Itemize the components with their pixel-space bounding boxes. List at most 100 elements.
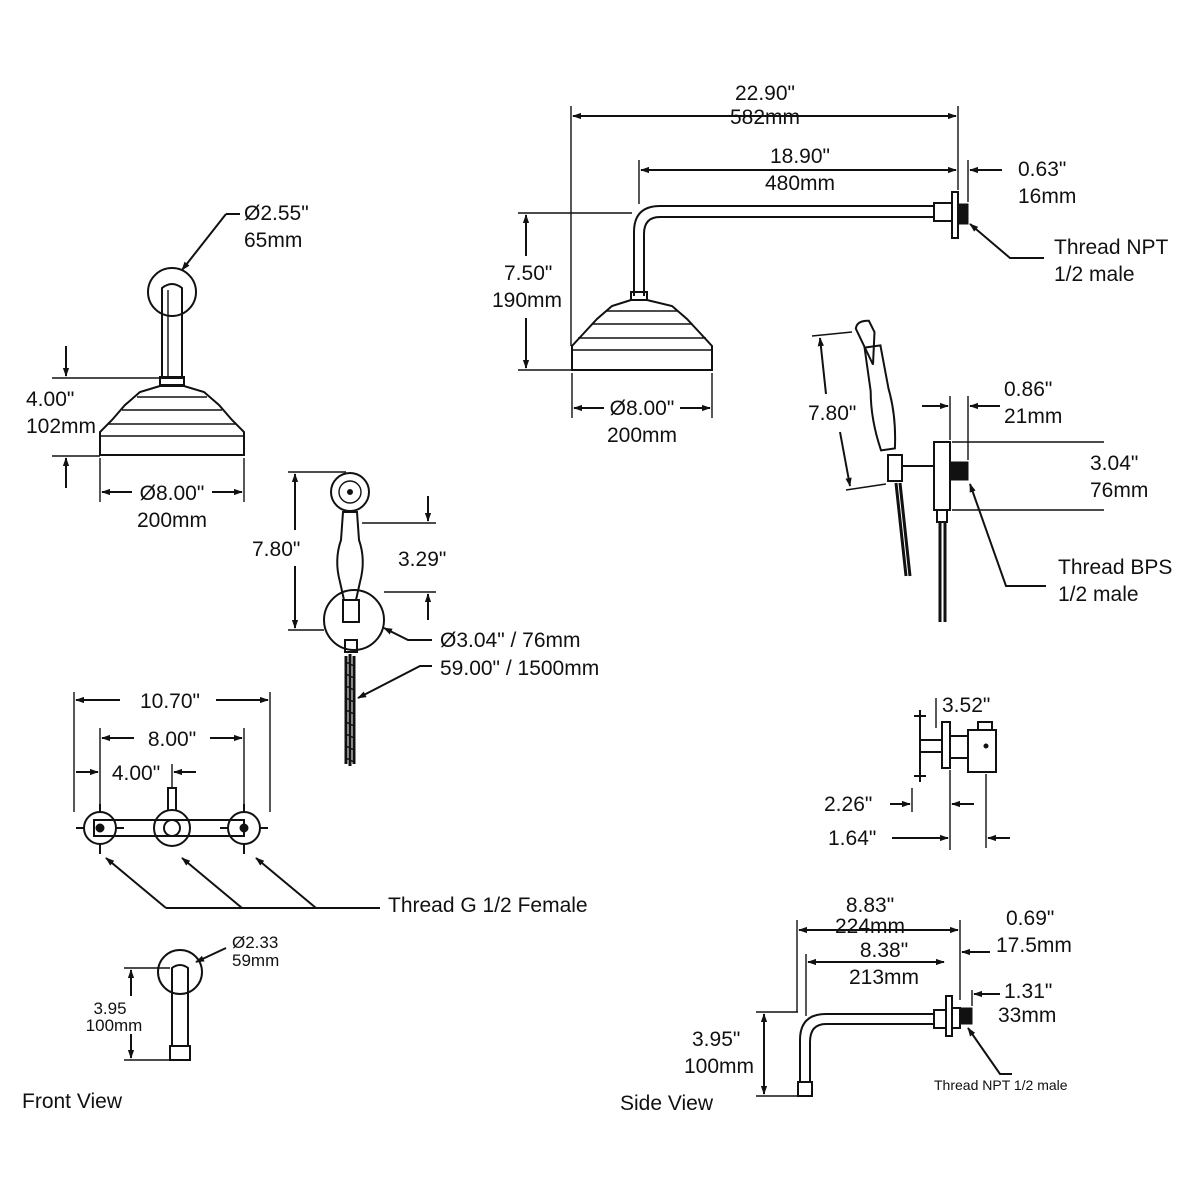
front-view-caption: Front View <box>22 1090 123 1113</box>
hs-side-hose-right <box>938 522 947 622</box>
handshower-hose-connector <box>344 639 358 653</box>
shower-arm-front-stem <box>161 283 183 379</box>
hss-height-dim-bottom <box>845 483 887 491</box>
arm-diameter-leader <box>181 213 227 271</box>
spout-height-label: 3.95 <box>93 999 126 1018</box>
head-cone-rings <box>100 396 244 437</box>
ss-height-mm-label: 100mm <box>684 1055 754 1078</box>
valve-right-handle-knob <box>239 823 249 833</box>
side-head-width-mm-label: 200mm <box>607 424 677 447</box>
handshower-spray-ring <box>338 480 362 504</box>
ss-thread-leader <box>967 1027 1012 1075</box>
valve-center-mixer-cap <box>163 819 181 837</box>
spout-diameter-mm-label: 59mm <box>232 951 279 970</box>
hs-side-hose-nut <box>936 509 948 523</box>
arm-flange-label: 0.63" <box>1018 158 1066 181</box>
shower-arm-side-view: 22.90" 582mm 18.90" 480mm 0.63" 16mm 7.5… <box>492 82 1169 447</box>
hss-plate-mm-label: 76mm <box>1090 479 1148 502</box>
arm-drop-label: 7.50" <box>504 262 552 285</box>
handshower-spray-center <box>347 489 353 495</box>
ss-thread-len-mm-label: 33mm <box>998 1004 1056 1027</box>
spout-side-pipe <box>799 1013 934 1082</box>
hs-handle-label: 3.29" <box>398 548 446 571</box>
arm-overall-mm-label: 582mm <box>730 106 800 129</box>
valve-thread-leader-3 <box>255 857 317 909</box>
hs-height-label: 7.80" <box>252 538 300 561</box>
hs-side-plate <box>933 441 951 511</box>
spout-front-view: Ø2.33 59mm 3.95 100mm <box>86 933 279 1061</box>
side-head-width-label: Ø8.00" <box>610 397 675 420</box>
hss-thread-label: Thread BPS <box>1058 556 1172 579</box>
side-arm-nut <box>933 202 953 222</box>
hss-height-arrow-bottom <box>839 431 852 487</box>
handshower-holder <box>342 599 360 623</box>
head-width-label: Ø8.00" <box>140 482 205 505</box>
hs-hose-label: 59.00" / 1500mm <box>440 657 599 680</box>
head-height-label: 4.00" <box>26 388 74 411</box>
hss-height-label: 7.80" <box>808 402 856 425</box>
ss-reach-label: 8.38" <box>860 939 908 962</box>
side-arm-thread <box>957 203 969 225</box>
hs-hose-leader <box>357 665 432 699</box>
spout-side-body <box>951 1007 961 1029</box>
head-height-mm-label: 102mm <box>26 415 96 438</box>
side-arm-pipe <box>633 205 934 296</box>
handshower-hose-hatch <box>345 661 355 763</box>
hs-side-handle <box>863 344 897 452</box>
spout-front-tip <box>169 1045 191 1061</box>
hs-side-hose-left <box>894 482 912 577</box>
arm-thread-label: Thread NPT <box>1054 236 1169 259</box>
ss-reach-mm-label: 213mm <box>849 966 919 989</box>
valve-overall-label: 10.70" <box>140 690 200 713</box>
arm-thread-leader <box>969 223 1044 259</box>
spout-flange-circle <box>157 949 203 995</box>
hss-thread-leader <box>969 483 1046 587</box>
spout-front-stem <box>171 964 189 1047</box>
spout-side-nut <box>933 1009 947 1029</box>
valve-centers-label: 8.00" <box>148 728 196 751</box>
spout-height-mm-label: 100mm <box>86 1016 143 1035</box>
hss-depth-label: 0.86" <box>1004 378 1052 401</box>
ss-thread-len-label: 1.31" <box>1004 980 1052 1003</box>
valve-center-lever <box>167 787 177 810</box>
valve-side-view: 3.52" 2.26" 1.64" <box>824 694 1010 850</box>
vs-depth-label: 3.52" <box>942 694 990 717</box>
arm-overall-label: 22.90" <box>735 82 795 105</box>
hs-plate-leader <box>383 627 432 641</box>
ss-height-label: 3.95" <box>692 1028 740 1051</box>
spout-side-tip <box>797 1081 813 1097</box>
side-head-rings <box>572 310 712 351</box>
spout-side-view: 8.83" 224mm 8.38" 213mm 0.69" 17.5mm 1.3… <box>684 894 1072 1097</box>
arm-thread-size-label: 1/2 male <box>1054 263 1135 286</box>
spout-diameter-leader <box>195 947 227 963</box>
side-arm-flange <box>951 191 959 239</box>
ss-overall-label: 8.83" <box>846 894 894 917</box>
valve-center-mixer <box>153 809 191 847</box>
valve-left-handle-knob <box>95 823 105 833</box>
ss-thread-label: Thread NPT 1/2 male <box>934 1077 1068 1093</box>
ss-flange-label: 0.69" <box>1006 907 1054 930</box>
side-view-caption: Side View <box>620 1092 714 1115</box>
shower-arm-flange-circle <box>147 267 197 317</box>
valve-side-stem <box>919 739 943 753</box>
side-head-cone <box>571 299 713 371</box>
spout-side-thread <box>959 1007 973 1025</box>
vs-body-label: 1.64" <box>828 827 876 850</box>
ss-overall-mm-label: 224mm <box>835 915 905 938</box>
handshower-side-view: 7.80" 0.86" 21mm 3.04" 76mm Thread BPS 1… <box>808 319 1172 622</box>
hss-thread-size-label: 1/2 male <box>1058 583 1139 606</box>
hss-height-arrow-top <box>817 337 827 395</box>
hs-plate-label: Ø3.04" / 76mm <box>440 629 581 652</box>
valve-side-top-fitting <box>977 721 993 731</box>
valve-side-dot <box>983 743 989 749</box>
valve-front-view: 10.70" 8.00" 4.00" Thread G 1/2 Female <box>73 690 588 917</box>
spout-diameter-label: Ø2.33 <box>232 933 278 952</box>
handshower-front-view: 7.80" 3.29" Ø3.04" / 76mm 59.00" / 1500m… <box>252 471 599 766</box>
handshower-handle <box>336 511 364 601</box>
hss-depth-mm-label: 21mm <box>1004 405 1062 428</box>
valve-thread-leader-1 <box>105 857 167 909</box>
valve-thread-label: Thread G 1/2 Female <box>388 894 588 917</box>
valve-side-body <box>949 735 969 759</box>
valve-thread-leader-2 <box>181 857 243 909</box>
